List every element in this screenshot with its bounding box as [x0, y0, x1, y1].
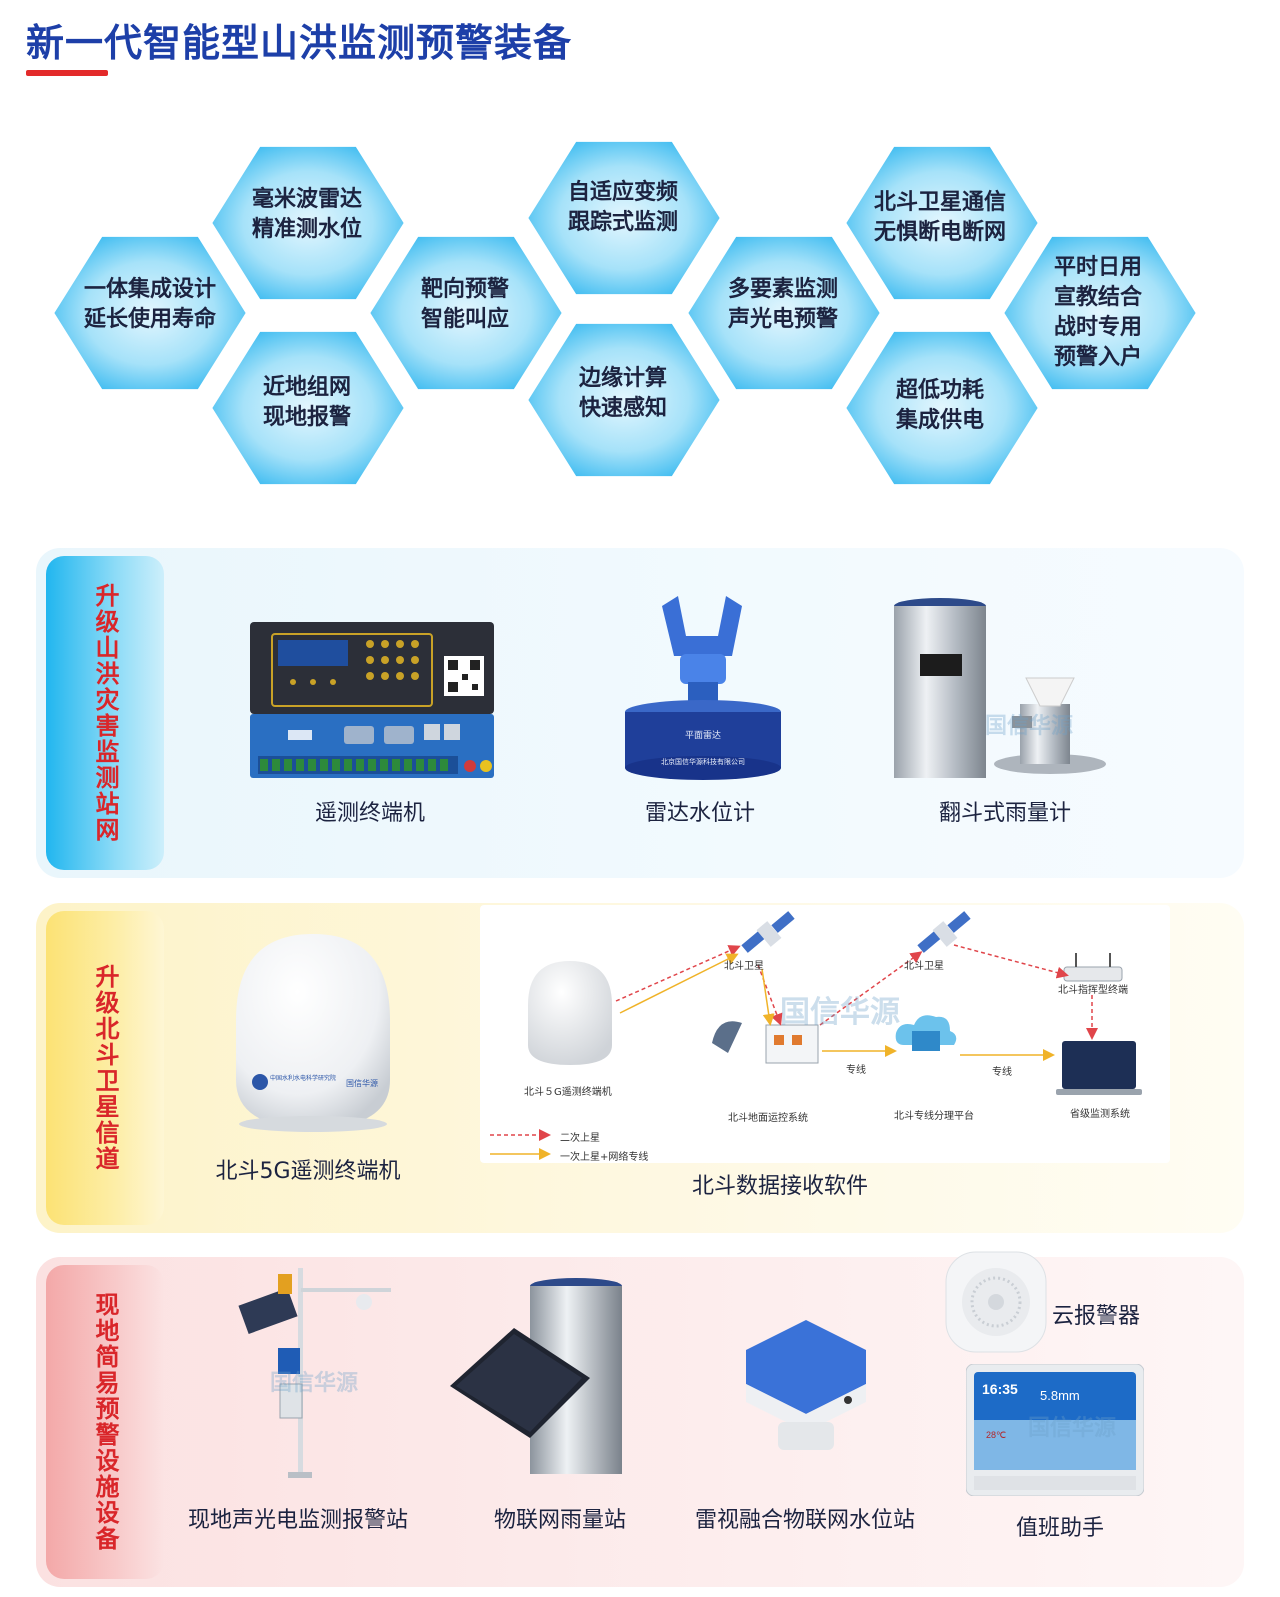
- satellite-icon-2: [917, 911, 971, 953]
- diagram-ground-label: 北斗地面运控系统: [728, 1113, 808, 1124]
- title-underline: [26, 70, 108, 76]
- laptop-icon: [1062, 1041, 1136, 1089]
- legend-solid-label: 一次上星+网络专线: [560, 1152, 649, 1163]
- telemetry-terminal-caption: 遥测终端机: [314, 801, 425, 826]
- hex-low-power: [842, 327, 1042, 489]
- dome-logo-left: 中国水利水电科学研究院: [270, 1074, 336, 1082]
- feature-adaptive-frequency: 自适应变频 跟踪式监测: [567, 180, 678, 235]
- hex-mmwave-radar: [208, 142, 408, 304]
- feature-multi-element: 多要素监测 声光电预警: [727, 277, 838, 332]
- page-title: 新一代智能型山洪监测预警装备: [26, 21, 573, 65]
- alarm-station-image: [238, 1268, 391, 1478]
- beidou-terminal-image: 中国水利水电科学研究院 国信华源: [236, 934, 390, 1132]
- feature-near-ground-network: 近地组网 现地报警: [262, 375, 351, 430]
- assistant-value: 5.8mm: [1040, 1388, 1080, 1403]
- diagram-link-2-label: 专线: [992, 1067, 1012, 1078]
- command-terminal-icon: [1063, 966, 1123, 982]
- diagram-platform-label: 北斗专线分理平台: [894, 1111, 974, 1122]
- telemetry-terminal-image: [250, 622, 494, 778]
- alarm-station-caption: 现地声光电监测报警站: [187, 1508, 408, 1533]
- hex-integrated-design: [50, 232, 250, 394]
- beidou-tab-label: 升级北斗卫星信道: [91, 964, 119, 1172]
- beidou-diagram-svg: [490, 911, 1142, 1160]
- beidou-terminal-caption: 北斗5G遥测终端机: [215, 1159, 401, 1184]
- hex-adaptive-frequency: [524, 137, 724, 299]
- assistant-time: 16:35: [982, 1381, 1018, 1397]
- radar-video-station-caption: 雷视融合物联网水位站: [694, 1508, 915, 1533]
- feature-integrated-design: 一体集成设计 延长使用寿命: [83, 277, 216, 332]
- diagram-link-1-label: 专线: [846, 1065, 866, 1076]
- duty-assistant-watermark: 国信华源: [1028, 1416, 1117, 1441]
- beidou-tab: 升级北斗卫星信道: [46, 911, 164, 1225]
- feature-mmwave-radar: 毫米波雷达 精准测水位: [251, 187, 362, 242]
- hex-edge-computing: [524, 319, 724, 481]
- hex-near-ground-network: [208, 327, 408, 489]
- radar-plate-maker: 北京国信华源科技有限公司: [661, 757, 745, 766]
- feature-edge-computing: 边缘计算 快速感知: [578, 366, 667, 421]
- hex-targeted-warning: [366, 232, 566, 394]
- alarm-station-watermark: 国信华源: [270, 1371, 359, 1396]
- diagram-sat2-label: 北斗卫星: [904, 961, 944, 972]
- duty-assistant-image: 16:35 5.8mm 28℃: [966, 1364, 1144, 1496]
- diagram-sat1-label: 北斗卫星: [724, 961, 764, 972]
- iot-rain-station-caption: 物联网雨量站: [493, 1508, 626, 1533]
- diagram-province-label: 省级监测系统: [1070, 1109, 1130, 1120]
- diagram-command-label: 北斗指挥型终端: [1058, 985, 1128, 996]
- hex-beidou-comm: [842, 142, 1042, 304]
- feature-low-power: 超低功耗 集成供电: [895, 378, 984, 433]
- simple-warning-tab-label: 现地简易预警设施设备: [91, 1292, 119, 1552]
- radar-gauge-caption: 雷达水位计: [644, 801, 755, 826]
- monitoring-tab: 升级山洪灾害监测站网: [46, 556, 164, 870]
- radar-plate-name: 平面雷达: [685, 729, 721, 740]
- radar-video-station-image: [746, 1320, 866, 1450]
- cloud-server-icon: [895, 1015, 957, 1045]
- radar-gauge-image: 平面雷达 北京国信华源科技有限公司: [625, 596, 781, 780]
- diagram-terminal-label: 北斗５G遥测终端机: [524, 1087, 612, 1098]
- satellite-icon-1: [741, 911, 795, 953]
- simple-warning-tab: 现地简易预警设施设备: [46, 1265, 164, 1579]
- beidou-diagram: 北斗５G遥测终端机 北斗卫星 北斗卫星 北斗地面运控系统 北斗专线分理平台 北斗…: [480, 905, 1170, 1163]
- satellite-dish-icon: [712, 1021, 742, 1053]
- cloud-alarm-caption: 云报警器: [1052, 1304, 1141, 1329]
- feature-daily-use: 平时日用 宣教结合 战时专用 预警入户: [1053, 255, 1142, 370]
- assistant-temp: 28℃: [986, 1430, 1006, 1440]
- feature-beidou-comm: 北斗卫星通信 无惧断电断网: [873, 190, 1006, 245]
- hex-daily-use: [1000, 232, 1200, 394]
- hexagon-grid: [50, 137, 1200, 489]
- beidou-diagram-caption: 北斗数据接收软件: [691, 1174, 868, 1199]
- feature-hexagons: 一体集成设计 延长使用寿命 毫米波雷达 精准测水位 近地组网 现地报警 靶向预警…: [0, 110, 1280, 530]
- monitoring-tab-label: 升级山洪灾害监测站网: [91, 583, 119, 843]
- diagram-terminal-dome: [528, 961, 612, 1065]
- rain-gauge-image: [894, 598, 1106, 778]
- rain-gauge-caption: 翻斗式雨量计: [938, 801, 1071, 826]
- legend-dashed-label: 二次上星: [560, 1133, 600, 1144]
- hex-multi-element: [684, 232, 884, 394]
- cloud-alarm-image: [945, 1251, 1047, 1353]
- dome-logo-right: 国信华源: [346, 1078, 378, 1088]
- duty-assistant-caption: 值班助手: [1015, 1516, 1104, 1541]
- monitoring-watermark: 国信华源: [985, 714, 1074, 739]
- feature-targeted-warning: 靶向预警 智能叫应: [420, 277, 509, 332]
- diagram-watermark: 国信华源: [780, 995, 900, 1030]
- iot-rain-station-image: [450, 1278, 622, 1474]
